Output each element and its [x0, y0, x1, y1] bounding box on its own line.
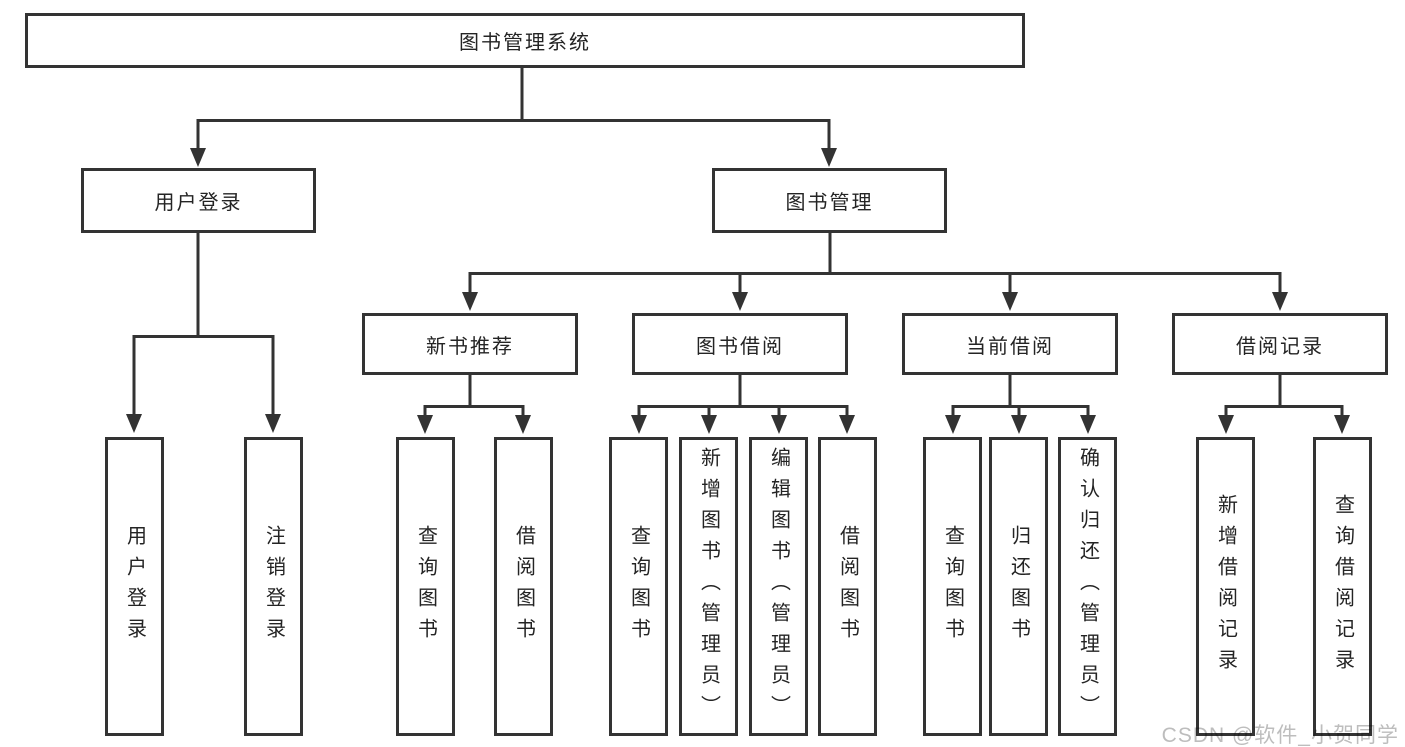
csdn-watermark: CSDN @软件_小贺同学	[1161, 724, 1399, 747]
node-bb-edit-book-label: 编辑图书（管理员）	[767, 447, 790, 726]
node-logout: 注销登录	[244, 437, 303, 736]
node-cb-query-book: 查询图书	[923, 437, 982, 736]
node-bb-add-book-label: 新增图书（管理员）	[697, 447, 720, 726]
node-new-book-recommend-label: 新书推荐	[426, 335, 514, 358]
node-logout-label: 注销登录	[262, 524, 285, 649]
node-book-borrowing: 图书借阅	[632, 313, 848, 375]
node-book-management: 图书管理	[712, 168, 947, 233]
node-bb-borrow-book: 借阅图书	[818, 437, 877, 736]
node-bb-add-book: 新增图书（管理员）	[679, 437, 738, 736]
node-br-add-record: 新增借阅记录	[1196, 437, 1255, 736]
node-system-label: 图书管理系统	[459, 32, 591, 54]
node-borrowing-records-label: 借阅记录	[1236, 335, 1324, 358]
node-book-borrowing-label: 图书借阅	[696, 335, 784, 358]
node-user-login: 用户登录	[105, 437, 164, 736]
node-cb-return-book: 归还图书	[989, 437, 1048, 736]
node-nbr-query-book: 查询图书	[396, 437, 455, 736]
arrowheads	[126, 148, 1350, 434]
node-borrowing-records: 借阅记录	[1172, 313, 1388, 375]
node-nbr-borrow-book-label: 借阅图书	[512, 524, 535, 649]
node-new-book-recommend: 新书推荐	[362, 313, 578, 375]
node-current-borrowing-label: 当前借阅	[966, 335, 1054, 358]
node-nbr-borrow-book: 借阅图书	[494, 437, 553, 736]
node-bb-edit-book: 编辑图书（管理员）	[749, 437, 808, 736]
node-user-login-label: 用户登录	[123, 524, 146, 649]
node-user-login-group-label: 用户登录	[154, 192, 243, 214]
node-br-query-record: 查询借阅记录	[1313, 437, 1372, 736]
node-bb-query-book-label: 查询图书	[627, 524, 650, 649]
node-cb-confirm-return: 确认归还（管理员）	[1058, 437, 1117, 736]
node-cb-return-book-label: 归还图书	[1007, 524, 1030, 649]
node-user-login-group: 用户登录	[81, 168, 316, 233]
node-cb-confirm-return-label: 确认归还（管理员）	[1076, 447, 1099, 726]
node-system: 图书管理系统	[25, 13, 1025, 68]
node-book-management-label: 图书管理	[785, 192, 874, 214]
node-nbr-query-book-label: 查询图书	[414, 524, 437, 649]
node-bb-borrow-book-label: 借阅图书	[836, 524, 859, 649]
node-cb-query-book-label: 查询图书	[941, 524, 964, 649]
node-br-add-record-label: 新增借阅记录	[1214, 493, 1237, 680]
node-br-query-record-label: 查询借阅记录	[1331, 493, 1354, 680]
node-bb-query-book: 查询图书	[609, 437, 668, 736]
node-current-borrowing: 当前借阅	[902, 313, 1118, 375]
